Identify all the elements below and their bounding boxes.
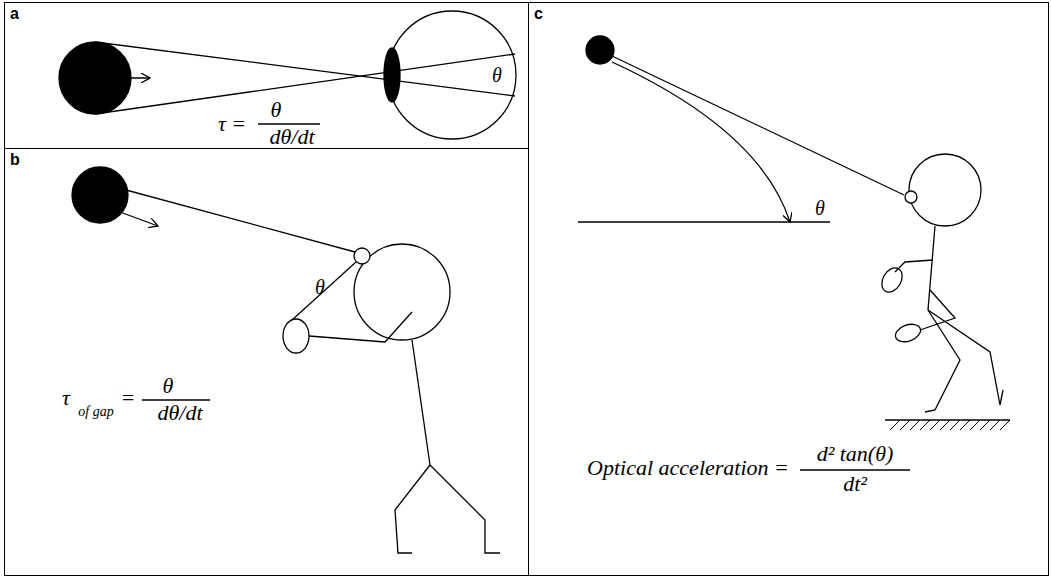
angle-symbol: θ (815, 197, 825, 219)
formula-part: dθ/dt (269, 125, 314, 149)
formula-part: τ (62, 386, 70, 410)
panel-letter: c (534, 5, 543, 23)
ball (72, 167, 128, 223)
formula-part: Optical acceleration = (587, 456, 789, 480)
formula-subscript: of gap (78, 404, 113, 419)
formula-part: τ = (218, 112, 246, 136)
eye (388, 11, 516, 139)
angle-symbol: θ (315, 276, 325, 298)
formula-part: dθ/dt (157, 401, 202, 425)
formula-part: d² tan(θ) (817, 442, 894, 466)
panel-letter: a (10, 5, 19, 23)
figure-panel: a (4, 2, 529, 149)
angle-symbol: θ (492, 64, 502, 86)
formula-part: θ (163, 374, 174, 398)
figure-panel: b (4, 148, 529, 576)
panel-letter: b (10, 151, 20, 169)
formula-part: dt² (843, 472, 867, 496)
figure-panel: c (528, 2, 1049, 576)
formula-part: θ (271, 98, 282, 122)
formula-part: = (121, 386, 136, 410)
